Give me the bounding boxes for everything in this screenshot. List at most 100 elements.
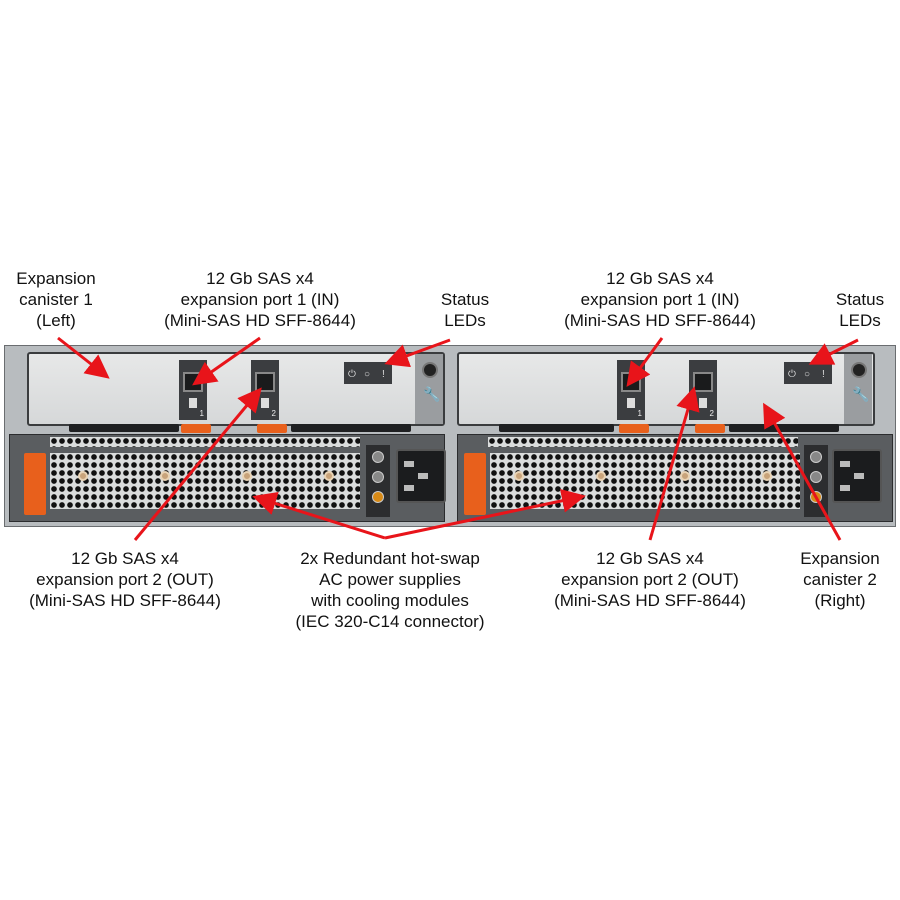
label-line: (Mini-SAS HD SFF-8644) [564, 311, 756, 330]
release-handle-right [291, 424, 411, 432]
activity-icon: ○ [804, 369, 811, 380]
label-line: (Mini-SAS HD SFF-8644) [164, 311, 356, 330]
arrow-status-left [384, 338, 451, 368]
label-port2-right: 12 Gb SAS x4 expansion port 2 (OUT) (Min… [530, 548, 770, 611]
fan-screw [78, 471, 88, 481]
label-line: LEDs [444, 311, 486, 330]
arrow-canister-1 [57, 336, 110, 379]
label-line: LEDs [839, 311, 881, 330]
serial-port [422, 362, 438, 378]
cooling-grille [50, 437, 360, 447]
expansion-canister-2: 1 2 ⏻ ○ ! 🔧 [457, 352, 875, 433]
label-line: (Mini-SAS HD SFF-8644) [29, 591, 221, 610]
port-number: 1 [637, 409, 642, 418]
power-icon: ⏻ [348, 369, 356, 380]
enclosure-chassis: 1 2 ⏻ ○ ! 🔧 1 2 [4, 345, 896, 527]
release-handle-left [499, 424, 614, 432]
label-line: 12 Gb SAS x4 [596, 549, 704, 568]
arrow-down-icon [699, 398, 707, 408]
arrow-psu-2 [384, 488, 586, 540]
arrow-port1-left [192, 336, 261, 386]
power-supply-1 [9, 434, 446, 522]
arrow-port1-right [626, 337, 664, 387]
label-line: expansion port 2 (OUT) [561, 570, 739, 589]
port-number: 1 [199, 409, 204, 418]
fan-screw [514, 471, 524, 481]
label-expansion-canister-2: Expansion canister 2 (Right) [782, 548, 898, 611]
cooling-grille [50, 453, 360, 509]
fan-screw [680, 471, 690, 481]
dc-led [372, 471, 384, 483]
label-line: 12 Gb SAS x4 [206, 269, 314, 288]
release-latch [695, 424, 725, 433]
arrow-status-right [808, 338, 859, 365]
label-line: with cooling modules [311, 591, 469, 610]
activity-icon: ○ [364, 369, 371, 380]
fault-icon: ! [382, 369, 385, 380]
arrow-psu-1 [252, 491, 386, 540]
label-line: Expansion [16, 269, 96, 288]
label-status-leds-right: Status LEDs [820, 289, 900, 331]
label-line: (Mini-SAS HD SFF-8644) [554, 591, 746, 610]
psu-led-column [366, 445, 390, 517]
ac-led [372, 451, 384, 463]
port-number: 2 [271, 409, 276, 418]
mini-sas-hd-socket [255, 372, 275, 392]
fan-screw [324, 471, 334, 481]
fan-screw [160, 471, 170, 481]
arrow-port2-left [133, 387, 262, 541]
status-led-panel: ⏻ ○ ! [344, 362, 392, 384]
label-status-leds-left: Status LEDs [425, 289, 505, 331]
release-latch [257, 424, 287, 433]
arrow-down-icon [261, 398, 269, 408]
label-line: Status [440, 290, 490, 309]
fan-screw [762, 471, 772, 481]
arrow-up-icon [189, 398, 197, 408]
ac-led [810, 451, 822, 463]
cooling-grille [490, 453, 800, 509]
label-line: expansion port 2 (OUT) [36, 570, 214, 589]
psu-release-lever [464, 453, 486, 515]
label-port1-left: 12 Gb SAS x4 expansion port 1 (IN) (Mini… [145, 268, 375, 331]
iec-c14-connector [832, 449, 882, 503]
label-line: (Right) [814, 591, 866, 610]
label-line: Expansion [800, 549, 880, 568]
label-port2-left: 12 Gb SAS x4 expansion port 2 (OUT) (Min… [5, 548, 245, 611]
power-icon: ⏻ [788, 369, 796, 380]
release-handle-left [69, 424, 179, 432]
arrow-up-icon [627, 398, 635, 408]
fan-screw [596, 471, 606, 481]
label-line: expansion port 1 (IN) [580, 290, 740, 309]
psu-release-lever [24, 453, 46, 515]
wrench-icon: 🔧 [423, 386, 441, 402]
label-line: (IEC 320-C14 connector) [295, 612, 485, 631]
serial-port [851, 362, 867, 378]
fault-icon: ! [822, 369, 825, 380]
label-line: canister 1 [19, 290, 93, 309]
wrench-icon: 🔧 [852, 386, 870, 402]
arrow-canister-2 [763, 402, 842, 541]
arrow-port2-right [648, 386, 700, 541]
label-line: AC power supplies [319, 570, 461, 589]
status-led-panel: ⏻ ○ ! [784, 362, 832, 384]
label-port1-right: 12 Gb SAS x4 expansion port 1 (IN) (Mini… [545, 268, 775, 331]
label-line: canister 2 [803, 570, 877, 589]
label-line: 12 Gb SAS x4 [606, 269, 714, 288]
label-line: (Left) [36, 311, 76, 330]
label-power-supplies: 2x Redundant hot-swap AC power supplies … [270, 548, 510, 632]
dc-led [810, 471, 822, 483]
port-number: 2 [709, 409, 714, 418]
label-line: 12 Gb SAS x4 [71, 549, 179, 568]
label-expansion-canister-1: Expansion canister 1 (Left) [8, 268, 104, 331]
fan-screw [242, 471, 252, 481]
release-latch [619, 424, 649, 433]
label-line: 2x Redundant hot-swap [300, 549, 480, 568]
cooling-grille [488, 437, 798, 447]
fault-led [372, 491, 384, 503]
label-line: expansion port 1 (IN) [180, 290, 340, 309]
release-latch [181, 424, 211, 433]
label-line: Status [835, 290, 885, 309]
service-tab: 🔧 [415, 354, 443, 424]
service-tab: 🔧 [844, 354, 872, 424]
